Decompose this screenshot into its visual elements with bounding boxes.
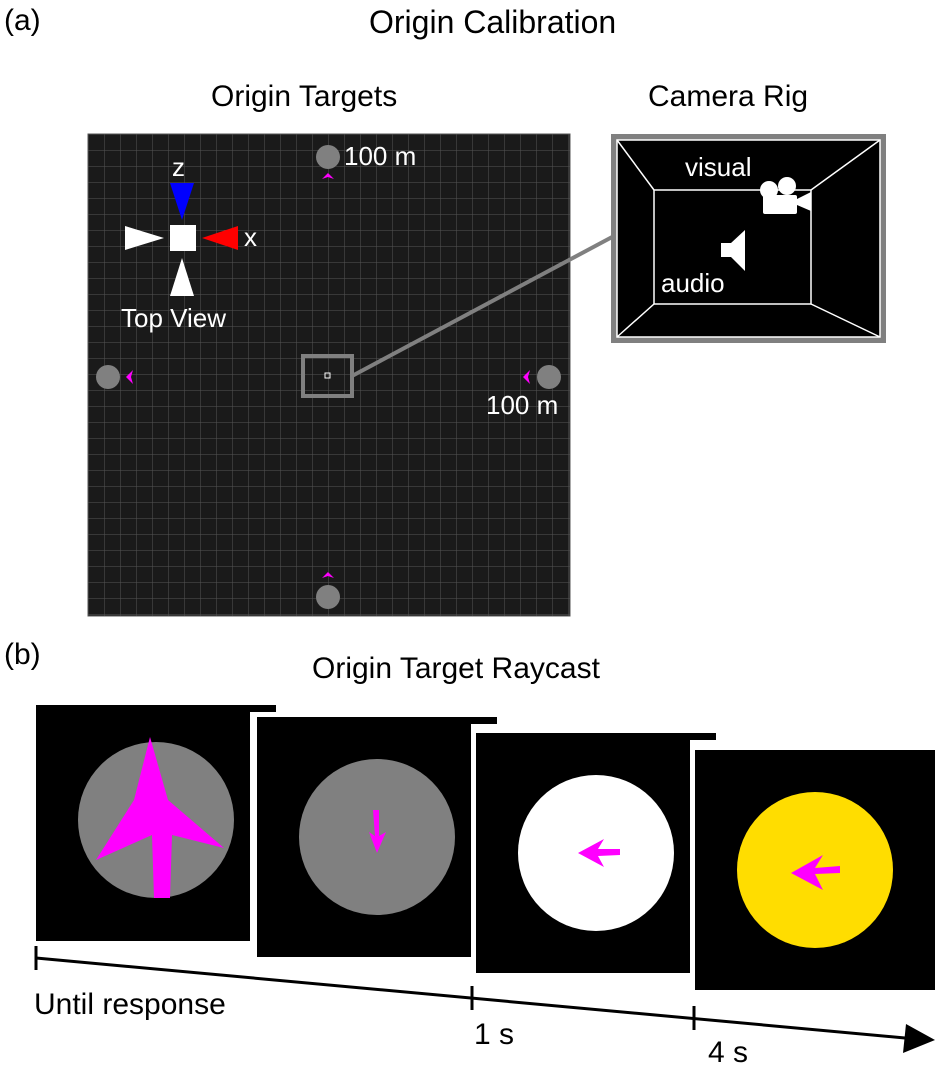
raycast-screen-4: [695, 750, 935, 990]
target-disc-icon: [316, 145, 340, 169]
axis-arrow-icon: [170, 183, 194, 220]
arrow-marker-icon: [126, 370, 133, 384]
zoom-connector: [351, 234, 615, 378]
timeline-arrowhead-icon: [903, 1024, 935, 1053]
audio-label: audio: [661, 268, 725, 298]
axis-arrow-icon: [170, 258, 194, 296]
target-disc-icon: [316, 585, 340, 609]
top-view-label: Top View: [121, 303, 227, 333]
visual-label: visual: [685, 152, 752, 182]
panel-b-label: (b): [4, 638, 41, 671]
raycast-screen-3: [476, 733, 716, 973]
target-bottom: [316, 572, 340, 609]
distance-right-label: 100 m: [486, 390, 559, 420]
panel-b-title: Origin Target Raycast: [312, 652, 600, 685]
camera-rig-inner-room: [653, 189, 812, 305]
target-disc-icon: [537, 365, 561, 389]
origin-targets-title: Origin Targets: [211, 80, 398, 113]
arrow-marker-icon: [523, 370, 530, 384]
timeline-label-until-response: Until response: [34, 988, 226, 1021]
origin-targets-grid: [87, 133, 571, 617]
arrow-marker-icon: [322, 572, 334, 578]
camera-icon: [760, 177, 811, 214]
target-top: [316, 145, 340, 179]
arrow-marker-icon: [578, 839, 620, 867]
raycast-screen-2: [257, 717, 497, 957]
axis-indicator: [125, 183, 238, 296]
camera-rig-title: Camera Rig: [648, 80, 809, 113]
axis-z-label: z: [172, 152, 185, 182]
speaker-icon: [721, 230, 745, 271]
timeline-label-1s: 1 s: [474, 1018, 515, 1051]
target-left: [96, 365, 133, 389]
panel-a-label: (a): [4, 4, 41, 37]
distance-top-label: 100 m: [344, 141, 417, 171]
target-right: [523, 365, 561, 389]
panel-a-title: Origin Calibration: [369, 4, 617, 40]
axis-arrow-icon: [202, 226, 238, 250]
arrow-marker-icon: [791, 855, 840, 890]
raycast-screen-1: [36, 705, 276, 941]
arrow-marker-icon: [369, 810, 386, 853]
axis-origin-square: [170, 225, 196, 251]
target-disc-icon: [96, 365, 120, 389]
camera-rig-marker: [324, 372, 331, 379]
axis-x-label: x: [244, 222, 257, 252]
arrow-marker-icon: [96, 737, 224, 898]
timeline-label-4s: 4 s: [708, 1036, 749, 1069]
timeline-axis: [34, 946, 935, 1053]
arrow-marker-icon: [322, 173, 334, 179]
axis-arrow-icon: [125, 226, 164, 250]
